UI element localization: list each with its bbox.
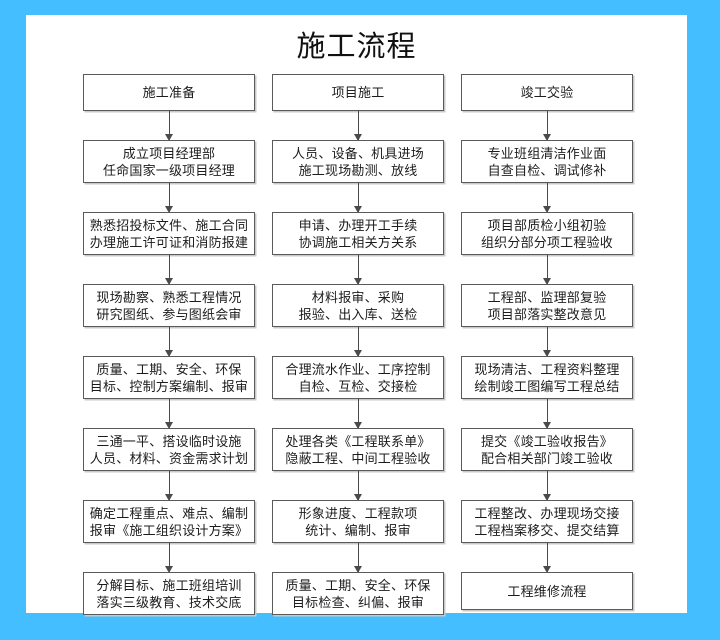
down-arrow-icon [543, 471, 551, 501]
down-arrow-icon [165, 399, 173, 429]
down-arrow-icon [354, 399, 362, 429]
node-text-line: 现场清洁、工程资料整理 [474, 361, 620, 377]
flow-node[interactable]: 专业班组清洁作业面自查自检、调试修补 [461, 140, 633, 183]
flow-column: 竣工交验专业班组清洁作业面自查自检、调试修补项目部质检小组初验组织分部分项工程验… [461, 74, 633, 610]
node-text-line: 质量、工期、安全、环保 [285, 577, 431, 593]
down-arrow-icon [165, 471, 173, 501]
down-arrow-icon [165, 183, 173, 213]
down-arrow-icon [543, 111, 551, 141]
node-text-line: 自查自检、调试修补 [487, 162, 607, 178]
flow-node[interactable]: 成立项目经理部任命国家一级项目经理 [83, 140, 255, 183]
node-text-line: 隐蔽工程、中间工程验收 [285, 450, 431, 466]
node-text-line: 任命国家一级项目经理 [102, 162, 235, 178]
node-text-line: 目标检查、纠偏、报审 [291, 594, 424, 610]
node-text-line: 报验、出入库、送检 [298, 306, 418, 322]
flow-node[interactable]: 合理流水作业、工序控制自检、互检、交接检 [272, 356, 444, 399]
flow-node[interactable]: 形象进度、工程款项统计、编制、报审 [272, 500, 444, 543]
flowchart-canvas: 施工流程 施工准备成立项目经理部任命国家一级项目经理熟悉招投标文件、施工合同办理… [26, 15, 687, 615]
node-text-line: 合理流水作业、工序控制 [285, 361, 431, 377]
node-text-line: 形象进度、工程款项 [298, 505, 418, 521]
flow-node[interactable]: 工程维修流程 [461, 572, 633, 610]
node-text-line: 专业班组清洁作业面 [487, 145, 607, 161]
down-arrow-icon [354, 471, 362, 501]
down-arrow-icon [165, 327, 173, 357]
flow-node[interactable]: 现场清洁、工程资料整理绘制竣工图编写工程总结 [461, 356, 633, 399]
node-text-line: 目标、控制方案编制、报审 [89, 378, 249, 394]
node-text-line: 分解目标、施工班组培训 [96, 577, 242, 593]
down-arrow-icon [543, 255, 551, 285]
node-text-line: 三通一平、搭设临时设施 [96, 433, 242, 449]
down-arrow-icon [165, 543, 173, 573]
node-text-line: 项目施工 [331, 85, 385, 100]
node-text-line: 组织分部分项工程验收 [480, 234, 613, 250]
node-text-line: 工程档案移交、提交结算 [474, 522, 620, 538]
down-arrow-icon [543, 399, 551, 429]
flow-node[interactable]: 质量、工期、安全、环保目标检查、纠偏、报审 [272, 572, 444, 615]
node-text-line: 材料报审、采购 [311, 289, 405, 305]
flow-node[interactable]: 质量、工期、安全、环保目标、控制方案编制、报审 [83, 356, 255, 399]
node-text-line: 成立项目经理部 [122, 145, 216, 161]
down-arrow-icon [354, 327, 362, 357]
column-header-box[interactable]: 竣工交验 [461, 74, 633, 111]
node-text-line: 提交《竣工验收报告》 [480, 433, 613, 449]
flow-node[interactable]: 工程整改、办理现场交接工程档案移交、提交结算 [461, 500, 633, 543]
flow-node[interactable]: 三通一平、搭设临时设施人员、材料、资金需求计划 [83, 428, 255, 471]
node-text-line: 质量、工期、安全、环保 [96, 361, 242, 377]
page-title: 施工流程 [296, 31, 417, 63]
node-text-line: 人员、设备、机具进场 [291, 145, 424, 161]
down-arrow-icon [354, 111, 362, 141]
flow-node[interactable]: 现场勘察、熟悉工程情况研究图纸、参与图纸会审 [83, 284, 255, 327]
node-text-line: 施工准备 [142, 85, 196, 100]
flow-node[interactable]: 确定工程重点、难点、编制报审《施工组织设计方案》 [83, 500, 255, 543]
column-header-box[interactable]: 施工准备 [83, 74, 255, 111]
node-text-line: 绘制竣工图编写工程总结 [474, 378, 620, 394]
node-text-line: 熟悉招投标文件、施工合同 [89, 217, 249, 233]
flow-node[interactable]: 材料报审、采购报验、出入库、送检 [272, 284, 444, 327]
flow-node[interactable]: 申请、办理开工手续协调施工相关方关系 [272, 212, 444, 255]
flow-node[interactable]: 项目部质检小组初验组织分部分项工程验收 [461, 212, 633, 255]
node-text-line: 统计、编制、报审 [305, 522, 411, 538]
node-text-line: 研究图纸、参与图纸会审 [96, 306, 242, 322]
down-arrow-icon [354, 183, 362, 213]
node-text-line: 配合相关部门竣工验收 [480, 450, 613, 466]
flowchart-columns: 施工准备成立项目经理部任命国家一级项目经理熟悉招投标文件、施工合同办理施工许可证… [83, 74, 663, 615]
node-text-line: 工程维修流程 [507, 583, 587, 599]
down-arrow-icon [354, 543, 362, 573]
node-text-line: 自检、互检、交接检 [298, 378, 418, 394]
node-text-line: 现场勘察、熟悉工程情况 [96, 289, 242, 305]
down-arrow-icon [543, 327, 551, 357]
node-text-line: 项目部质检小组初验 [487, 217, 607, 233]
node-text-line: 处理各类《工程联系单》 [285, 433, 431, 449]
flow-node[interactable]: 提交《竣工验收报告》配合相关部门竣工验收 [461, 428, 633, 471]
node-text-line: 工程整改、办理现场交接 [474, 505, 620, 521]
node-text-line: 落实三级教育、技术交底 [96, 594, 242, 610]
node-text-line: 办理施工许可证和消防报建 [89, 234, 249, 250]
node-text-line: 项目部落实整改意见 [487, 306, 607, 322]
flow-column: 项目施工人员、设备、机具进场施工现场勘测、放线申请、办理开工手续协调施工相关方关… [272, 74, 444, 615]
flow-node[interactable]: 人员、设备、机具进场施工现场勘测、放线 [272, 140, 444, 183]
flow-node[interactable]: 熟悉招投标文件、施工合同办理施工许可证和消防报建 [83, 212, 255, 255]
down-arrow-icon [165, 111, 173, 141]
node-text-line: 报审《施工组织设计方案》 [89, 522, 249, 538]
node-text-line: 施工现场勘测、放线 [298, 162, 418, 178]
flow-node[interactable]: 处理各类《工程联系单》隐蔽工程、中间工程验收 [272, 428, 444, 471]
node-text-line: 确定工程重点、难点、编制 [89, 505, 249, 521]
down-arrow-icon [354, 255, 362, 285]
node-text-line: 人员、材料、资金需求计划 [89, 450, 249, 466]
flow-node[interactable]: 分解目标、施工班组培训落实三级教育、技术交底 [83, 572, 255, 615]
node-text-line: 申请、办理开工手续 [298, 217, 418, 233]
node-text-line: 工程部、监理部复验 [487, 289, 607, 305]
down-arrow-icon [543, 543, 551, 573]
flow-column: 施工准备成立项目经理部任命国家一级项目经理熟悉招投标文件、施工合同办理施工许可证… [83, 74, 255, 615]
flow-node[interactable]: 工程部、监理部复验项目部落实整改意见 [461, 284, 633, 327]
down-arrow-icon [543, 183, 551, 213]
down-arrow-icon [165, 255, 173, 285]
node-text-line: 协调施工相关方关系 [298, 234, 418, 250]
column-header-box[interactable]: 项目施工 [272, 74, 444, 111]
node-text-line: 竣工交验 [520, 85, 574, 100]
